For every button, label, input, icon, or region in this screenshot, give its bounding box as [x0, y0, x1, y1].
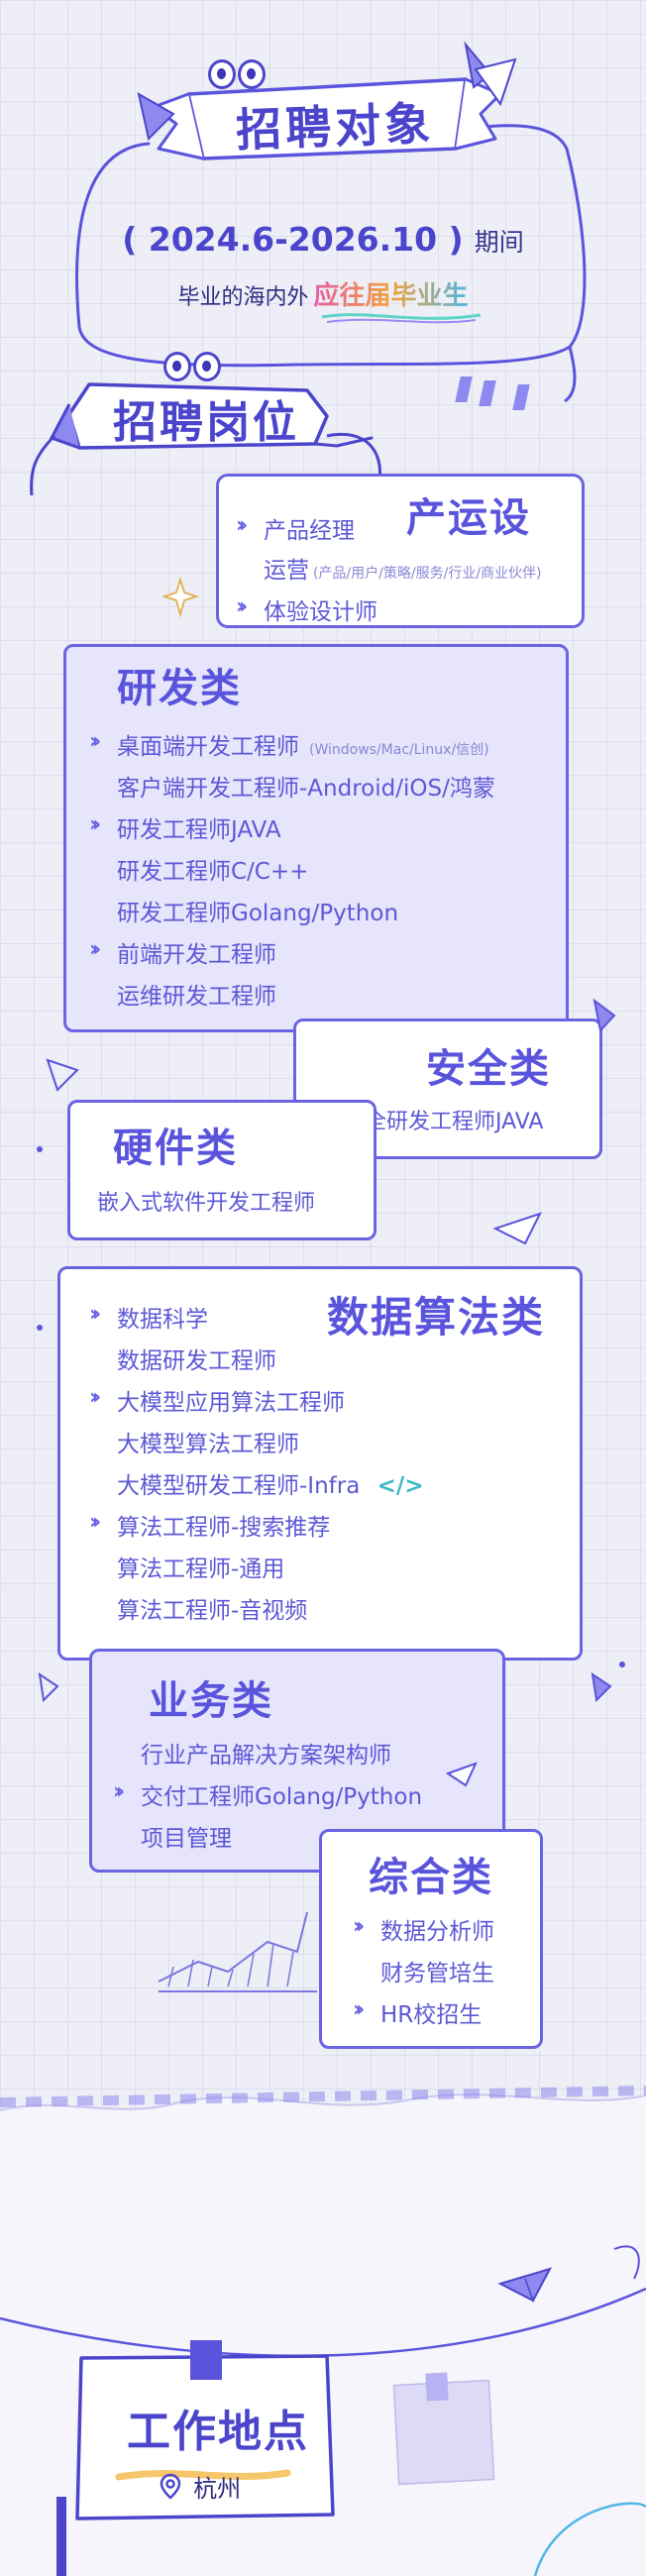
job-item: 体验设计师 [264, 599, 377, 625]
job-item-label: 桌面端开发工程师 [117, 734, 299, 760]
job-item: 项目管理 [141, 1826, 232, 1852]
sketch-decorations [37, 576, 625, 1992]
code-icon: </> [377, 1473, 424, 1499]
period-line: ( 2024.6-2026.10 ) 期间 [0, 220, 646, 259]
positions-ribbon [30, 382, 374, 495]
job-item: 嵌入式软件开发工程师 [97, 1191, 316, 1216]
target-desc-prefix: 毕业的海内外 [177, 285, 309, 310]
job-item: HR校招生 [380, 2002, 483, 2028]
job-item-note: (产品/用户/策略/服务/行业/商业伙伴) [313, 566, 542, 582]
job-item: 算法工程师-音视频 [117, 1598, 308, 1624]
highlight-underline [321, 313, 482, 324]
target-desc-highlight: 应往届毕业生 [313, 281, 469, 311]
page-title: 招聘对象 [235, 96, 435, 158]
location-pin-icon [160, 2473, 181, 2500]
doodle-eyes-icon [163, 352, 223, 385]
job-item: 客户端开发工程师-Android/iOS/鸿蒙 [117, 776, 495, 802]
card-general [319, 1829, 543, 2049]
location-row: 杭州 [159, 2469, 241, 2504]
job-item: 数据研发工程师 [117, 1348, 276, 1374]
job-item: 研发工程师JAVA [117, 817, 281, 843]
job-item: 前端开发工程师 [117, 942, 276, 968]
location-city: 杭州 [193, 2475, 242, 2503]
job-item: 数据科学 [117, 1307, 208, 1333]
positions-title: 招聘岗位 [113, 397, 299, 448]
job-item-label: 大模型研发工程师-Infra [117, 1473, 361, 1499]
job-item: 算法工程师-通用 [117, 1556, 285, 1582]
job-item: 大模型应用算法工程师 [117, 1390, 345, 1416]
card-rd [63, 644, 569, 1032]
job-item-note: (Windows/Mac/Linux/信创) [309, 742, 489, 758]
job-item: 数据分析师 [380, 1919, 494, 1945]
target-description: 毕业的海内外 应往届毕业生 [0, 275, 646, 312]
period-range: ( 2024.6-2026.10 ) [122, 220, 464, 259]
job-item: 大模型算法工程师 [117, 1432, 299, 1457]
job-item: 研发工程师C/C++ [117, 859, 309, 885]
doodle-eyes-icon [208, 59, 268, 93]
job-item: 产品经理 [264, 518, 355, 544]
job-item: 算法工程师-搜索推荐 [117, 1515, 331, 1541]
job-item: 大模型研发工程师-Infra </> [117, 1466, 424, 1500]
job-item: 运营(产品/用户/策略/服务/行业/商业伙伴) [264, 551, 542, 585]
job-item-label: 运营 [264, 558, 309, 584]
torn-paper-background [0, 2086, 646, 2576]
job-item: 财务管培生 [380, 1961, 494, 1986]
job-item: 运维研发工程师 [117, 984, 276, 1010]
job-item: 桌面端开发工程师 (Windows/Mac/Linux/信创) [117, 727, 489, 761]
header-doodle-frame [75, 41, 587, 403]
job-item: 研发工程师Golang/Python [117, 901, 399, 926]
period-suffix: 期间 [474, 228, 524, 257]
job-item: 交付工程师Golang/Python [141, 1784, 423, 1810]
location-title: 工作地点 [127, 2407, 309, 2457]
job-item: 行业产品解决方案架构师 [141, 1743, 391, 1769]
card-product [216, 474, 585, 628]
